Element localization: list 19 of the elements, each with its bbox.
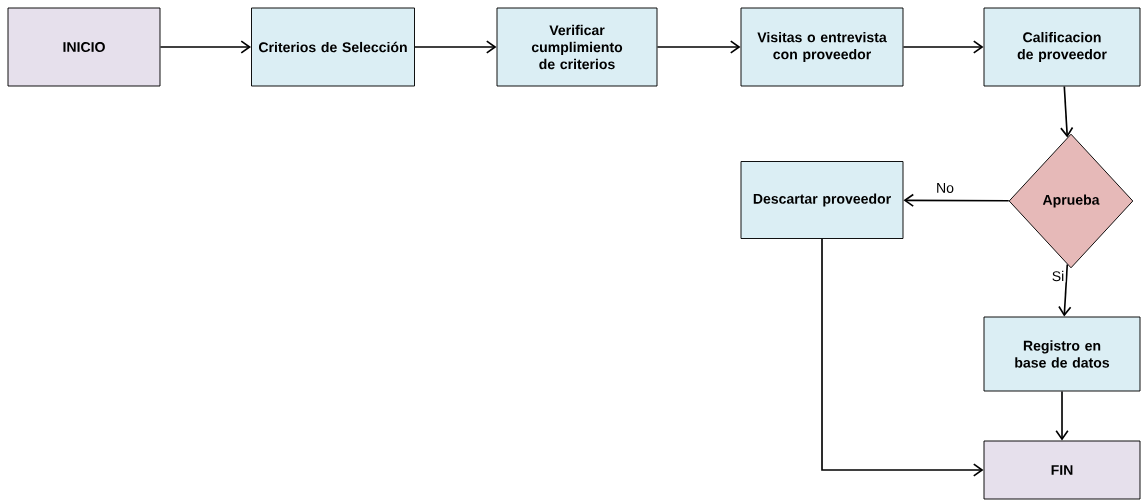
arrow [903, 193, 1010, 207]
edge-label: No [934, 181, 956, 195]
process-box: Visitas o entrevista con proveedor [740, 7, 904, 87]
arrow [159, 40, 252, 54]
arrow [1060, 85, 1074, 138]
process-box: Registro en base de datos [983, 316, 1141, 392]
process-box: FIN [983, 440, 1141, 500]
process-box: Criterios de Selección [251, 7, 415, 87]
arrow [414, 40, 497, 54]
process-box: Verificar cumplimiento de criterios [496, 7, 658, 87]
arrow [656, 40, 741, 54]
arrow [1058, 263, 1072, 317]
process-box: Descartar proveedor [740, 161, 904, 239]
process-box: INICIO [7, 7, 161, 87]
edge-label: Si [1050, 269, 1066, 283]
arrow [902, 40, 984, 54]
arrow [821, 238, 984, 477]
process-box: Calificacion de proveedor [983, 7, 1141, 87]
arrow [1055, 390, 1069, 441]
